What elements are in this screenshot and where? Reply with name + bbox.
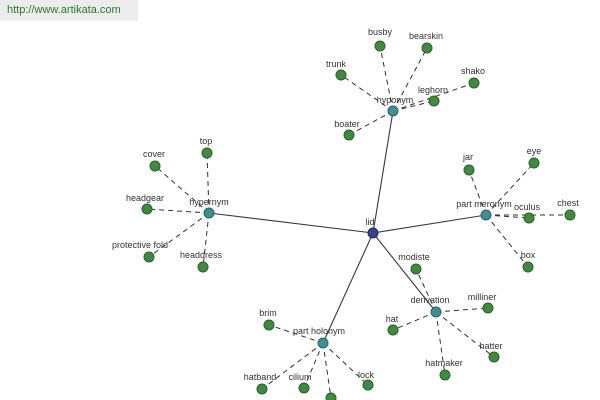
leaf-label-hatmaker: hatmaker xyxy=(425,358,463,368)
relation-label-derivation: derivation xyxy=(410,295,449,305)
leaf-node-headdress[interactable] xyxy=(197,261,209,273)
edge-derivation-leaf xyxy=(435,311,446,376)
leaf-label-trunk: trunk xyxy=(326,59,347,69)
site-url-link[interactable]: http://www.artikata.com xyxy=(7,4,121,16)
edge-part-meronym-leaf xyxy=(485,214,530,219)
leaf-node-trunk[interactable] xyxy=(335,69,347,81)
leaf-label-bearskin: bearskin xyxy=(409,31,443,41)
leaf-label-headdress: headdress xyxy=(180,250,223,260)
leaf-node-hatter[interactable] xyxy=(488,351,500,363)
leaf-label-modiste: modiste xyxy=(398,252,430,262)
center-label-lid: lid xyxy=(365,217,374,227)
edge-part-holonym-leaf xyxy=(322,342,332,399)
edge-center-to-derivation xyxy=(372,232,437,313)
leaf-label-box: box xyxy=(521,250,536,260)
relation-node-derivation[interactable] xyxy=(430,306,442,318)
leaf-node-box[interactable] xyxy=(522,261,534,273)
edge-hyponym-leaf xyxy=(392,100,435,112)
leaf-node-hatband[interactable] xyxy=(256,383,268,395)
url-banner: http://www.artikata.com xyxy=(0,0,138,21)
leaf-node-hatmaker[interactable] xyxy=(439,369,451,381)
edge-center-to-hypernym xyxy=(208,212,374,234)
edge-center-to-part-meronym xyxy=(372,214,487,234)
leaf-node-lock[interactable] xyxy=(362,379,374,391)
edge-derivation-leaf xyxy=(392,311,437,331)
edge-hyponym-leaf xyxy=(392,47,428,112)
edge-hyponym-leaf xyxy=(340,74,394,112)
leaf-label-protective-fold: protective fold xyxy=(112,240,168,250)
relation-node-part-holonym[interactable] xyxy=(317,337,329,349)
leaf-node-brim[interactable] xyxy=(263,319,275,331)
leaf-node-hat[interactable] xyxy=(387,324,399,336)
edge-hypernym-leaf xyxy=(146,208,210,214)
leaf-label-hatband: hatband xyxy=(244,372,277,382)
leaf-label-shako: shako xyxy=(461,66,485,76)
leaf-label-oculus: oculus xyxy=(514,202,541,212)
leaf-label-lock: lock xyxy=(358,370,375,380)
relation-label-hyponym: hyponym xyxy=(377,95,414,105)
edge-part-meronym-leaf xyxy=(485,162,535,216)
leaf-node-cilium[interactable] xyxy=(298,382,310,394)
leaf-node-milliner[interactable] xyxy=(482,302,494,314)
edge-derivation-leaf xyxy=(435,311,495,358)
leaf-node-bearskin[interactable] xyxy=(421,42,433,54)
leaf-label-eye: eye xyxy=(527,146,542,156)
leaf-label-boater: boater xyxy=(334,119,360,129)
leaf-node-jar[interactable] xyxy=(463,164,475,176)
edge-part-holonym-leaf xyxy=(261,342,324,390)
leaf-node-eye[interactable] xyxy=(528,157,540,169)
leaf-label-milliner: milliner xyxy=(468,292,497,302)
leaf-label-cilium: cilium xyxy=(288,372,311,382)
leaf-node-unlabeled[interactable] xyxy=(325,392,337,400)
edge-derivation-leaf xyxy=(435,307,489,313)
leaf-node-shako[interactable] xyxy=(468,77,480,89)
edge-part-holonym-leaf xyxy=(322,342,369,386)
edge-part-holonym-leaf xyxy=(303,342,324,389)
leaf-label-hat: hat xyxy=(386,314,399,324)
edge-center-to-part-holonym xyxy=(322,232,374,344)
edge-part-meronym-leaf xyxy=(485,214,529,268)
leaf-label-chest: chest xyxy=(557,198,579,208)
leaf-node-boater[interactable] xyxy=(343,129,355,141)
relation-node-hypernym[interactable] xyxy=(203,207,215,219)
leaf-node-leghorn[interactable] xyxy=(428,95,440,107)
leaf-label-busby: busby xyxy=(368,27,393,37)
edge-center-to-hyponym xyxy=(372,110,394,234)
leaf-node-protective-fold[interactable] xyxy=(143,251,155,263)
edge-part-holonym-leaf xyxy=(268,324,324,344)
leaf-node-headgear[interactable] xyxy=(141,203,153,215)
leaf-label-jar: jar xyxy=(462,152,473,162)
relation-label-part-holonym: part holonym xyxy=(293,326,345,336)
leaf-label-brim: brim xyxy=(259,308,277,318)
relation-label-part-meronym: part meronym xyxy=(456,199,512,209)
leaf-label-hatter: hatter xyxy=(479,341,502,351)
leaf-label-headgear: headgear xyxy=(126,193,164,203)
relation-node-hyponym[interactable] xyxy=(387,105,399,117)
leaf-node-modiste[interactable] xyxy=(410,263,422,275)
edge-hyponym-leaf xyxy=(379,45,394,112)
relation-node-part-meronym[interactable] xyxy=(480,209,492,221)
leaf-label-leghorn: leghorn xyxy=(418,85,448,95)
edge-hypernym-leaf xyxy=(206,152,210,214)
leaf-node-cover[interactable] xyxy=(149,160,161,172)
edge-hypernym-leaf xyxy=(154,165,210,214)
edge-hypernym-leaf xyxy=(202,212,210,268)
leaf-node-busby[interactable] xyxy=(374,40,386,52)
leaf-node-chest[interactable] xyxy=(564,209,576,221)
edge-hypernym-leaf xyxy=(148,212,210,258)
edge-derivation-leaf xyxy=(415,268,437,313)
leaf-node-top[interactable] xyxy=(201,147,213,159)
leaf-label-top: top xyxy=(200,136,213,146)
center-node-lid[interactable] xyxy=(367,227,379,239)
relation-label-hypernym: hypernym xyxy=(189,197,229,207)
leaf-node-oculus[interactable] xyxy=(523,212,535,224)
edge-part-meronym-leaf xyxy=(468,169,487,216)
leaf-label-cover: cover xyxy=(143,149,165,159)
